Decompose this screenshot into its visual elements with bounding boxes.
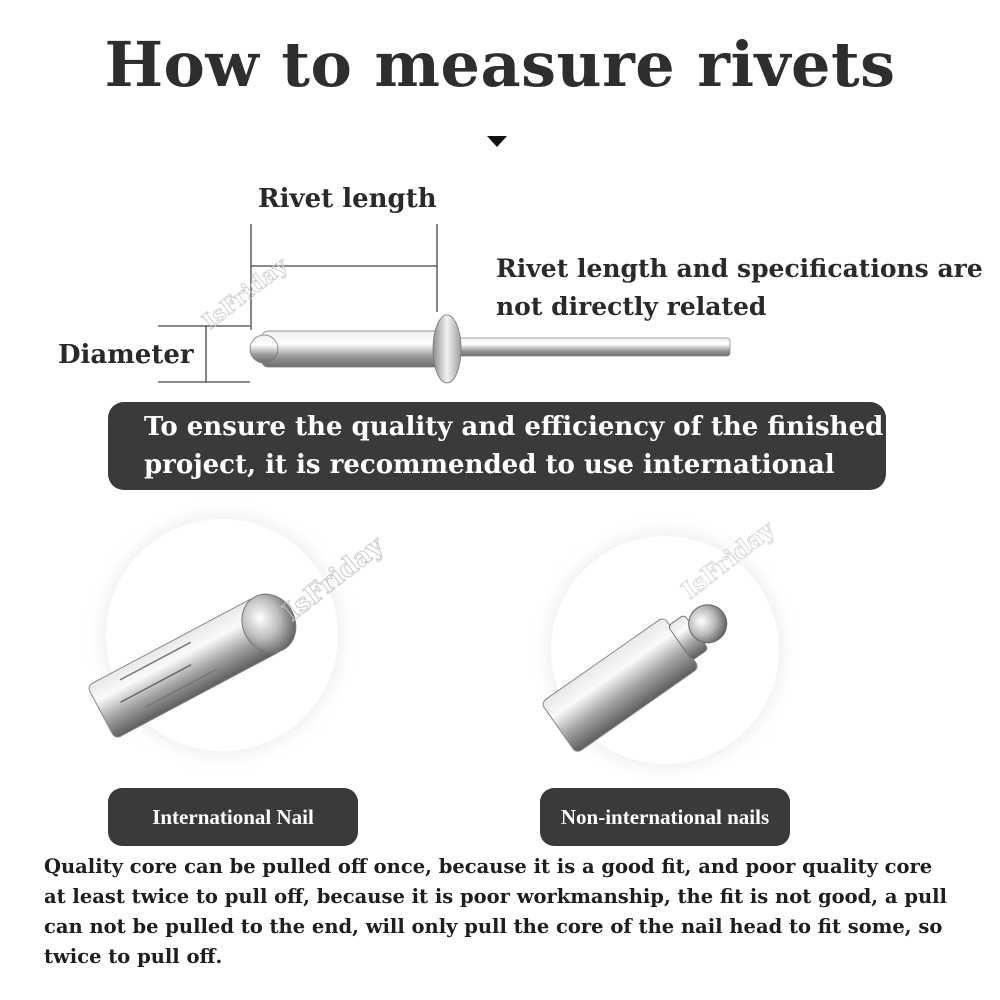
diameter-label: Diameter [58, 340, 194, 370]
explanation-line-1: Quality core can be pulled off once, bec… [44, 855, 933, 878]
explanation-line-3: can not be pulled to the end, will only … [44, 915, 943, 938]
international-nail-photo: IsFriday [88, 513, 391, 757]
non-international-nail-photo: IsFriday [542, 513, 785, 770]
length-dimension-lines [250, 224, 438, 330]
note-line-1: Rivet length and specifications are [496, 254, 983, 283]
diameter-dimension-lines [158, 325, 250, 383]
non-international-nails-label: Non-international nails [540, 788, 790, 846]
rivet-image [249, 314, 731, 384]
rivet-length-label: Rivet length [258, 184, 437, 214]
explanation-line-4: twice to pull off. [44, 945, 223, 968]
recommendation-banner: To ensure the quality and efficiency of … [108, 402, 886, 518]
arrow-down-icon [487, 136, 507, 147]
banner-line-2: project, it is recommended to use intern… [144, 450, 835, 518]
watermark-top: IsFriday [198, 252, 294, 335]
page-title: How to measure rivets [104, 28, 896, 101]
note-line-2: not directly related [496, 292, 767, 321]
international-nail-label: International Nail [108, 788, 358, 846]
note-text: Rivet length and specifications are not … [496, 250, 986, 326]
rivet-diagram: IsFriday [158, 224, 731, 384]
explanation-line-2: at least twice to pull off, because it i… [44, 885, 947, 908]
banner-line-1: To ensure the quality and efficiency of … [144, 412, 884, 442]
closeup-photos: IsFriday IsFriday [88, 513, 785, 770]
explanation-text: Quality core can be pulled off once, bec… [44, 852, 964, 972]
